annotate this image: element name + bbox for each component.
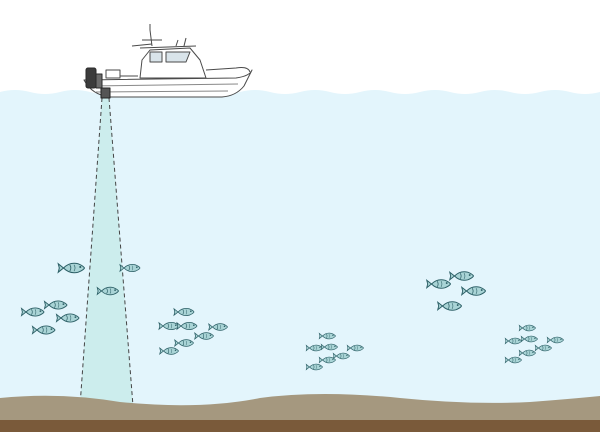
- seabed: [0, 394, 600, 432]
- sonar-beam: [79, 97, 134, 407]
- water: [0, 90, 600, 432]
- survey-boat: [83, 24, 253, 99]
